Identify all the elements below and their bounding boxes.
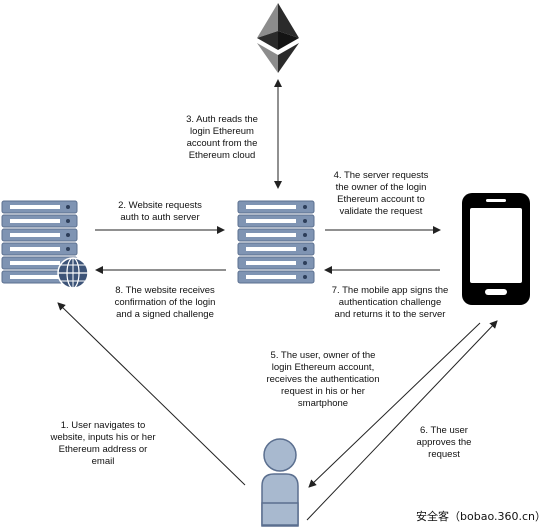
arrow-1 (57, 302, 246, 486)
step-2-label: 2. Website requests auth to auth server (118, 200, 202, 223)
step-4-label: 4. The server requests the owner of the … (333, 170, 429, 217)
smartphone-icon (462, 193, 530, 305)
step-6-label: 6. The user approves the request (416, 425, 472, 460)
user-icon (261, 438, 299, 527)
step-7-label: 7. The mobile app signs the authenticati… (331, 285, 449, 320)
step-8-label: 8. The website receives confirmation of … (114, 285, 216, 320)
step-3-label: 3. Auth reads the login Ethereum account… (186, 114, 258, 161)
step-5-label: 5. The user, owner of the login Ethereum… (266, 350, 380, 409)
globe-icon (57, 257, 89, 289)
website-server-icon (1, 200, 78, 284)
arrow-5 (308, 322, 481, 488)
auth-server-icon (237, 200, 315, 284)
ethereum-logo-icon (257, 3, 299, 73)
arrow-6 (306, 320, 498, 521)
step-1-label: 1. User navigates to website, inputs his… (50, 420, 156, 467)
watermark-text: 安全客（bobao.360.cn） (416, 510, 546, 523)
